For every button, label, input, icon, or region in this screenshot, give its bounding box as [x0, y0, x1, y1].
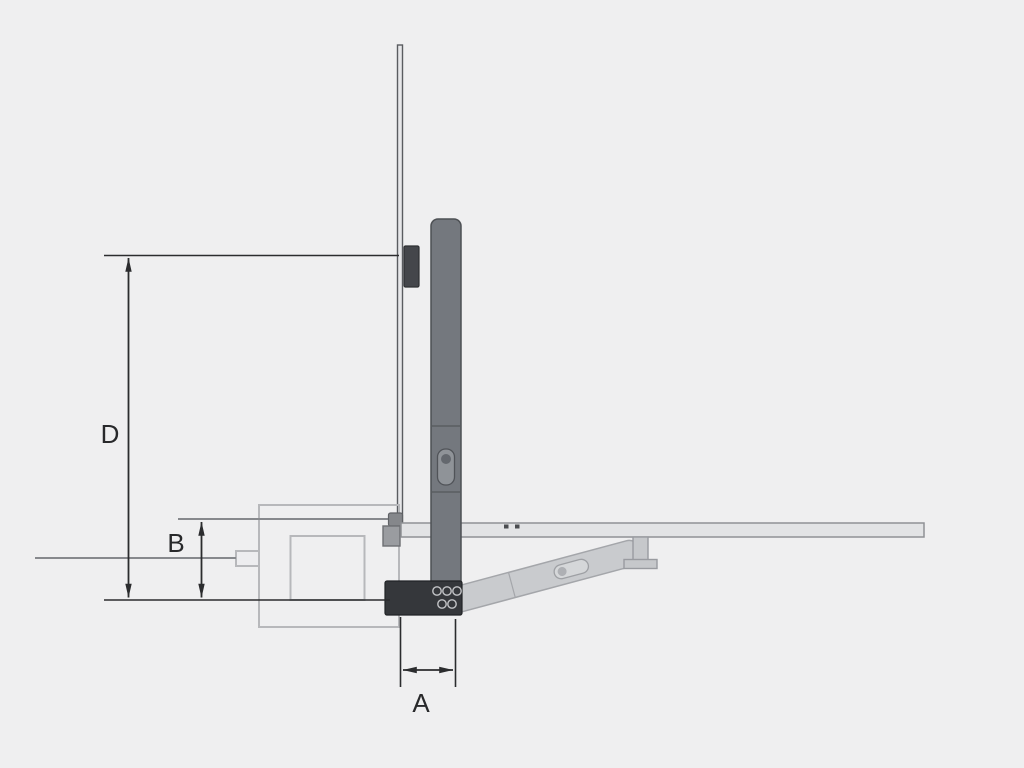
pivot-hinge — [384, 580, 463, 616]
hinge-bolt — [437, 599, 447, 609]
pivot-hinge-block — [384, 580, 463, 616]
platform-surface — [400, 522, 925, 538]
ghost-arm — [440, 539, 642, 615]
platform-bracket-foot — [623, 558, 658, 570]
platform-screw — [504, 524, 509, 529]
hinge-bolt — [432, 586, 442, 596]
platform-bracket — [623, 536, 658, 570]
mast-arm — [430, 218, 462, 594]
mast-arm-body — [430, 218, 462, 594]
mast-slot-pin — [441, 454, 451, 464]
platform — [400, 522, 925, 538]
dimension-label-b: B — [167, 528, 184, 558]
hinge-bolt — [452, 586, 462, 596]
dimension-label-a: A — [412, 688, 430, 718]
hinge-bolt — [442, 586, 452, 596]
ghost-arm-slot-pin — [557, 566, 567, 576]
wall-bracket-upper — [403, 245, 420, 288]
coupler-block — [382, 525, 401, 547]
wall-panel — [396, 44, 404, 525]
platform-screw — [515, 524, 520, 529]
machine-outline — [35, 504, 400, 628]
dimension-label-d: D — [101, 419, 120, 449]
fork-connector — [235, 550, 260, 567]
hinge-bolt — [447, 599, 457, 609]
platform-bracket-stem — [632, 536, 649, 563]
ghost-arm-seam — [508, 572, 516, 598]
